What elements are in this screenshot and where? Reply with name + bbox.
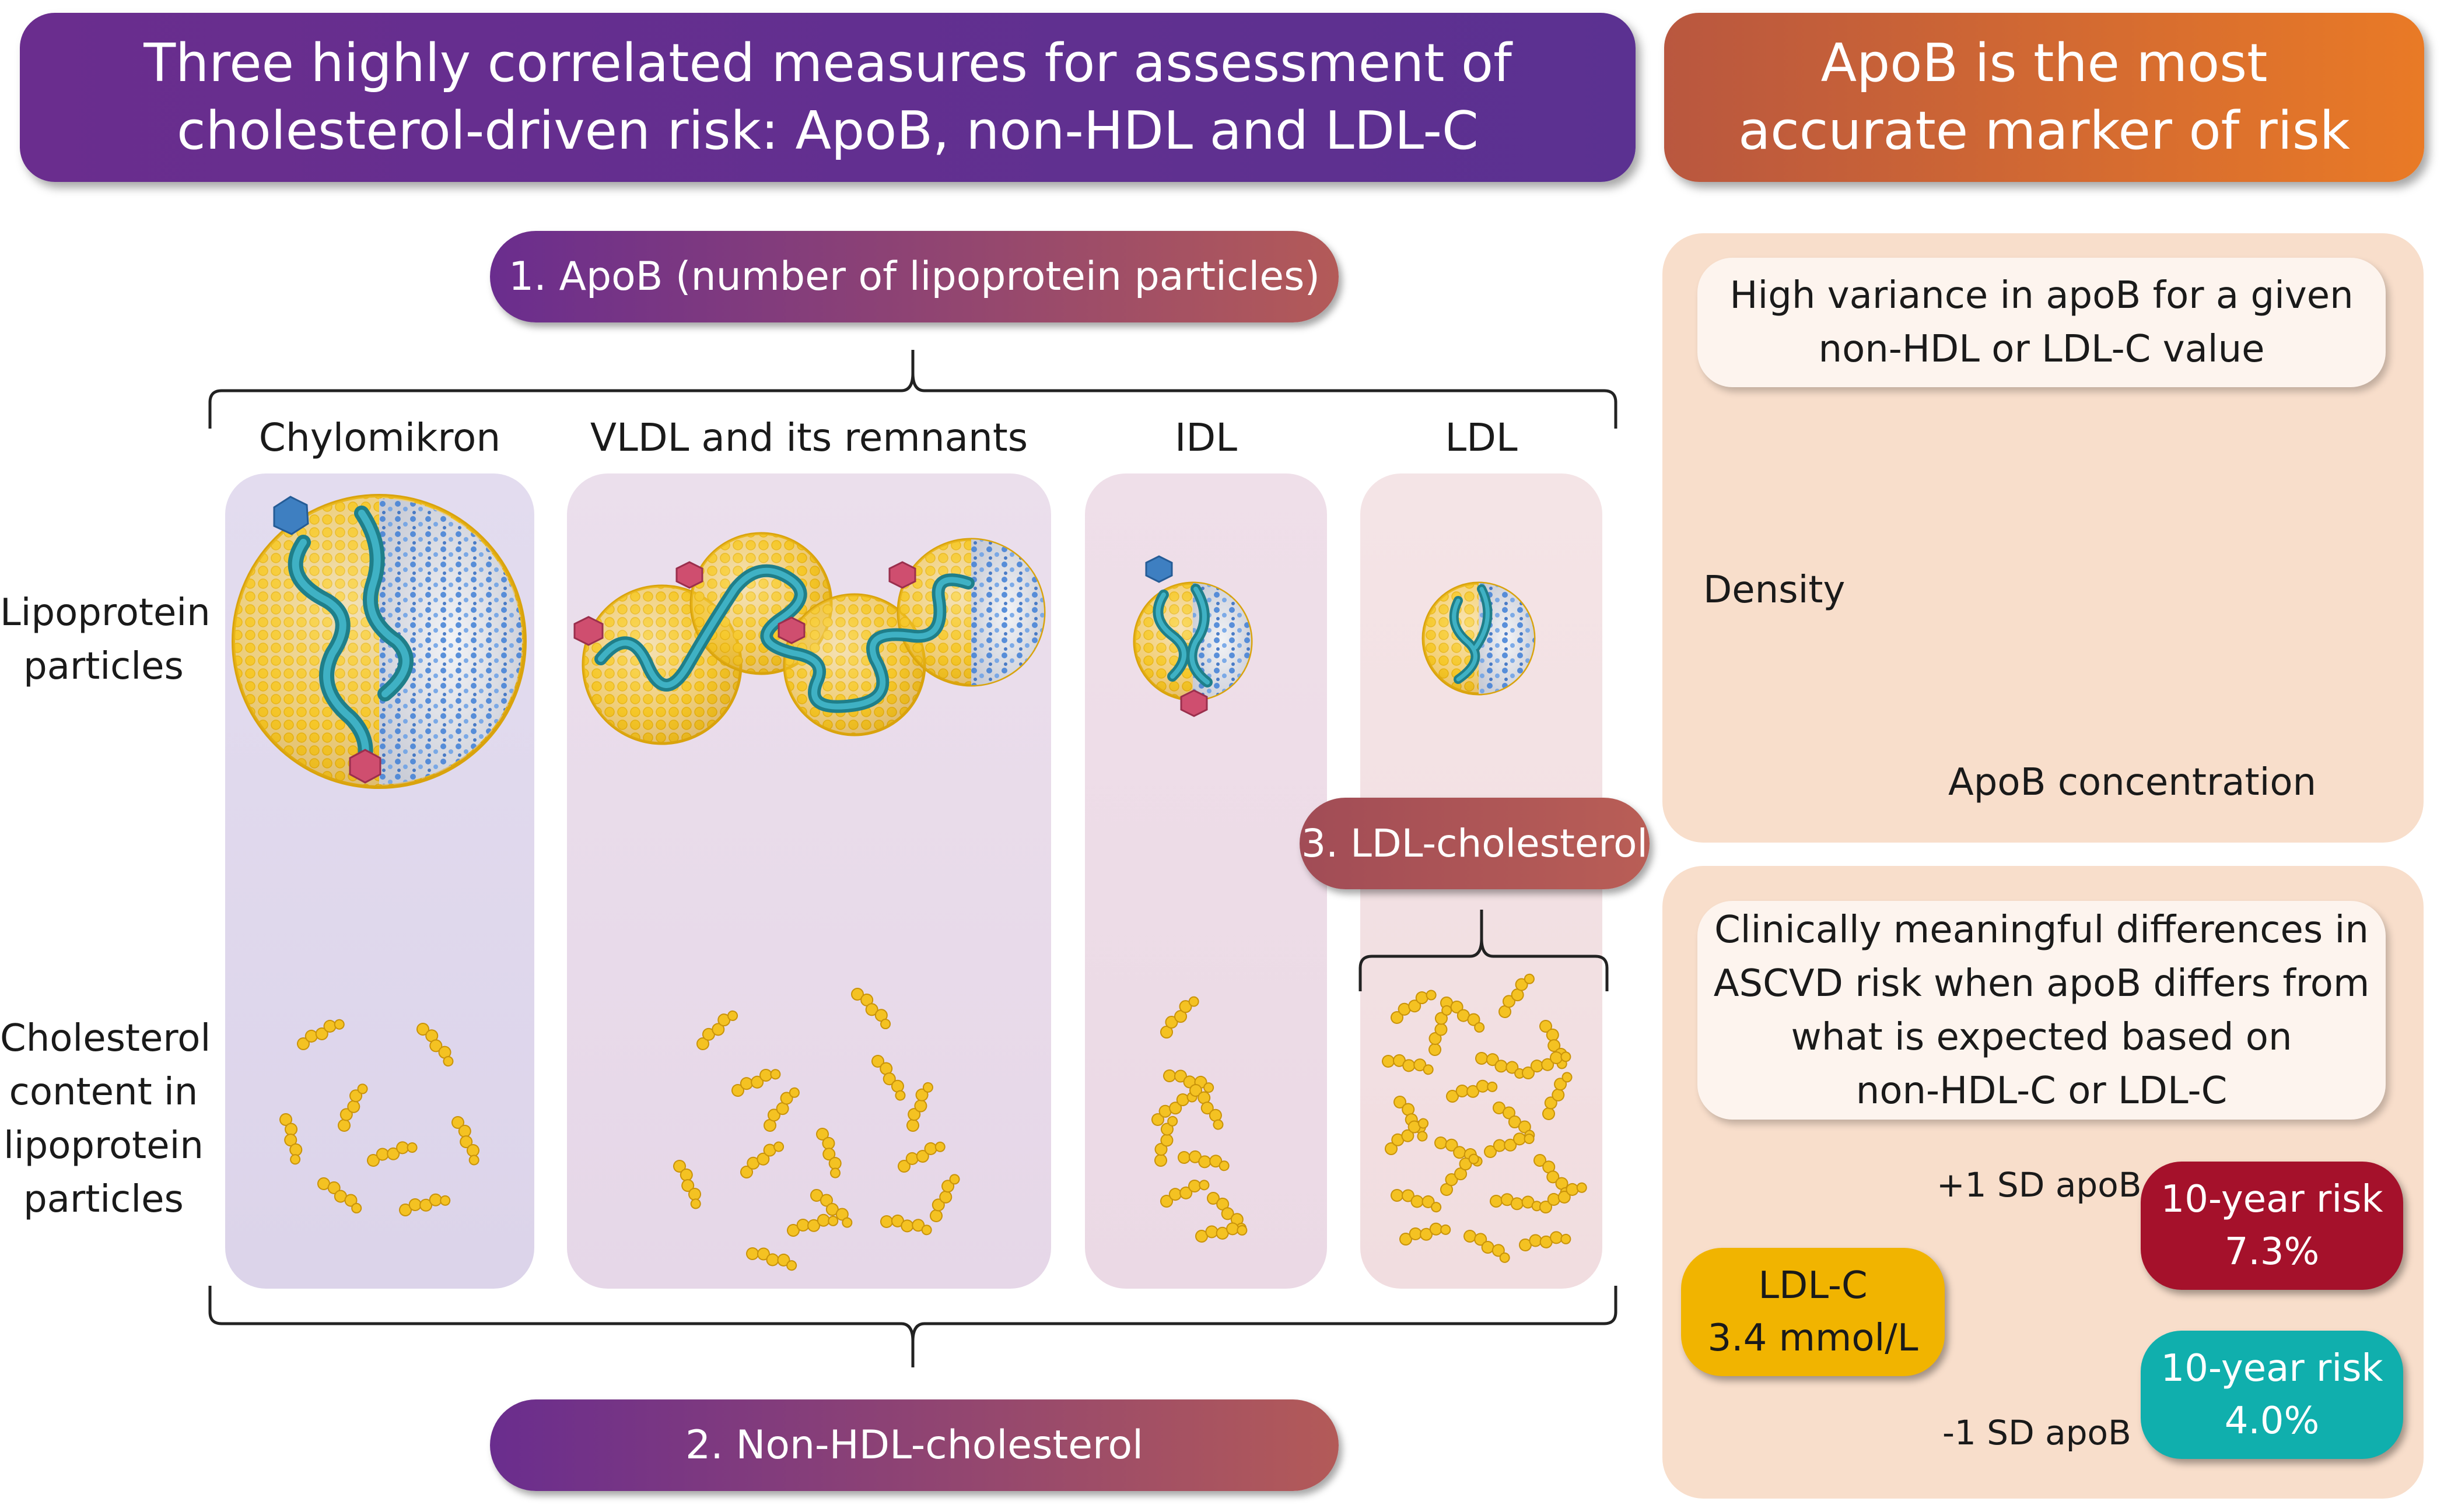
row-label-cholesterol-line: lipoprotein	[3, 1124, 204, 1167]
header-banner-apob: ApoB is the most accurate marker of risk	[1664, 13, 2424, 182]
ldl-bracket	[1358, 910, 1609, 991]
risk-low-value: 4.0%	[2224, 1399, 2320, 1443]
measure-apob-label: 1. ApoB (number of lipoprotein particles…	[508, 254, 1321, 300]
cholesterol-idl	[1147, 992, 1251, 1243]
measure-ldl-c-pill: 3. LDL-cholesterol	[1300, 798, 1650, 889]
risk-low-label: 10-year risk	[2161, 1347, 2383, 1390]
vldl-particles	[573, 532, 1046, 745]
column-title-chylomikron: Chylomikron	[258, 415, 501, 460]
row-label-cholesterol-line: Cholesterol	[0, 1017, 211, 1060]
cholesterol-ldl	[1379, 969, 1590, 1268]
header-right-line2: accurate marker of risk	[1738, 100, 2350, 162]
column-title-vldl: VLDL and its remnants	[590, 415, 1028, 460]
row-label-particles-line: particles	[23, 645, 184, 688]
clinical-callout-line: non-HDL-C or LDL-C	[1855, 1069, 2228, 1113]
idl-particle	[1133, 555, 1253, 717]
cholesterol-chylomikron	[278, 1014, 484, 1218]
clinical-callout: Clinically meaningful differences in ASC…	[1697, 901, 2386, 1120]
bottom-bracket	[208, 1286, 1617, 1367]
variance-callout: High variance in apoB for a given non-HD…	[1697, 258, 2386, 387]
clinical-callout-line: ASCVD risk when apoB differs from	[1713, 962, 2370, 1005]
row-label-particles: Lipoprotein particles	[0, 586, 211, 693]
row-label-cholesterol-line: content in	[9, 1071, 198, 1114]
density-x-label: ApoB concentration	[1948, 761, 2317, 804]
risk-high-label: 10-year risk	[2161, 1178, 2383, 1221]
column-title-ldl: LDL	[1445, 415, 1518, 460]
header-left-line2: cholesterol-driven risk: ApoB, non-HDL a…	[177, 100, 1479, 162]
risk-low-box: 10-year risk 4.0%	[2141, 1331, 2403, 1459]
measure-non-hdl-pill: 2. Non-HDL-cholesterol	[490, 1399, 1339, 1491]
ldlc-label: LDL-C	[1758, 1264, 1868, 1307]
ldl-particle	[1421, 581, 1536, 696]
header-left-line1: Three highly correlated measures for ass…	[143, 33, 1512, 94]
chylomikron-particle	[232, 494, 527, 789]
row-label-cholesterol: Cholesterol content in lipoprotein parti…	[0, 1012, 211, 1226]
density-y-label: Density	[1703, 569, 1846, 612]
branch-label-plus: +1 SD apoB	[1937, 1165, 2142, 1205]
risk-high-box: 10-year risk 7.3%	[2141, 1162, 2403, 1290]
clinical-callout-line: Clinically meaningful differences in	[1714, 908, 2369, 952]
ldlc-value: 3.4 mmol/L	[1707, 1317, 1918, 1360]
measure-apob-pill: 1. ApoB (number of lipoprotein particles…	[490, 231, 1339, 322]
variance-callout-line: non-HDL or LDL-C value	[1818, 328, 2265, 371]
measure-ldl-c-label: 3. LDL-cholesterol	[1301, 821, 1648, 866]
variance-callout-line: High variance in apoB for a given	[1729, 274, 2354, 317]
measure-non-hdl-label: 2. Non-HDL-cholesterol	[685, 1422, 1144, 1468]
ldlc-value-box: LDL-C 3.4 mmol/L	[1681, 1248, 1945, 1376]
row-label-cholesterol-line: particles	[23, 1178, 184, 1221]
cholesterol-vldl	[671, 982, 965, 1276]
header-banner-measures: Three highly correlated measures for ass…	[20, 13, 1636, 182]
clinical-callout-line: what is expected based on	[1791, 1015, 2292, 1059]
column-title-idl: IDL	[1174, 415, 1238, 460]
header-right-line1: ApoB is the most	[1820, 33, 2268, 94]
top-bracket	[208, 350, 1617, 429]
risk-high-value: 7.3%	[2224, 1230, 2320, 1274]
branch-label-minus: -1 SD apoB	[1942, 1413, 2131, 1453]
row-label-particles-line: Lipoprotein	[0, 591, 211, 634]
